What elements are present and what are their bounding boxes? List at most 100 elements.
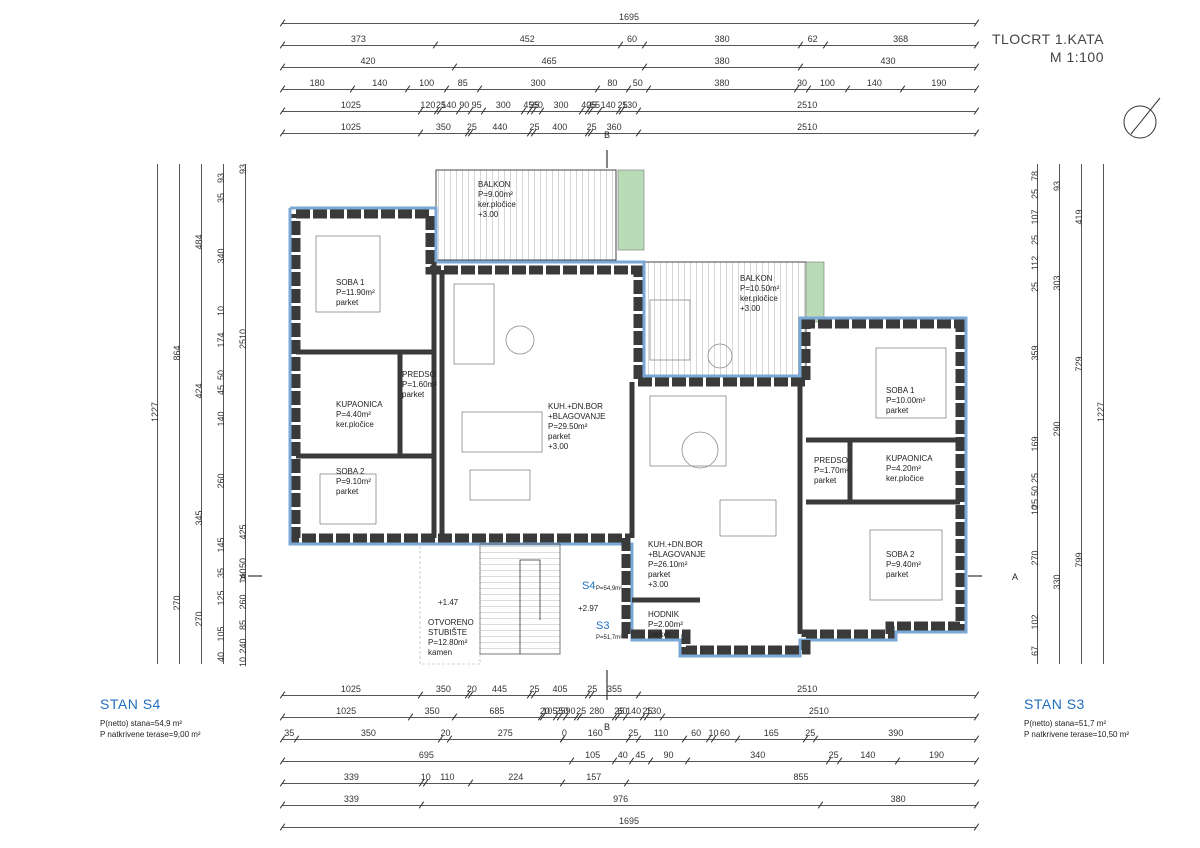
stan-s4-title: STAN S4 — [100, 696, 161, 712]
dimension-value: 180 — [309, 78, 325, 88]
section-mark-b-bottom: B — [604, 722, 611, 732]
dimension-value: 190 — [931, 78, 947, 88]
dimension-value: 120 — [420, 100, 436, 110]
dimension-value: 430 — [880, 56, 896, 66]
dimension-value: 45 — [523, 100, 534, 110]
dimension-value: 1695 — [618, 12, 640, 22]
dimension-value: 380 — [714, 34, 730, 44]
section-mark-a-left: A — [240, 572, 247, 582]
dimension-value: 105 — [542, 706, 558, 716]
dimension-value: 100 — [819, 78, 835, 88]
dimension-value: 140 — [372, 78, 388, 88]
dimension-value: 405 — [552, 684, 568, 694]
dimension-value: 30 — [796, 78, 807, 88]
dimension-value: 400 — [552, 122, 568, 132]
dimension-value: 976 — [613, 794, 629, 804]
dimension-value: 160 — [587, 728, 603, 738]
level-s4-balkon: +3.00 — [478, 210, 499, 219]
dimension-value: 355 — [607, 684, 623, 694]
dimension-value: 60 — [719, 728, 730, 738]
north-arrow-icon — [1123, 97, 1161, 139]
dimension-value: 60 — [617, 706, 628, 716]
dimension-value: 300 — [530, 78, 546, 88]
s3-balcony — [643, 261, 825, 378]
dimension-value: 339 — [343, 772, 359, 782]
dimension-value: 140 — [626, 706, 642, 716]
dimension-value: 368 — [893, 34, 909, 44]
level-stubiste: +1.47 — [438, 598, 459, 607]
section-lines — [248, 150, 982, 700]
dimension-value: 380 — [714, 56, 730, 66]
dimension-value: 85 — [457, 78, 468, 88]
left-dims-column: 1227 — [148, 164, 162, 664]
level-landing: +2.97 — [578, 604, 599, 613]
dimension-value: 350 — [435, 122, 451, 132]
interior-walls — [296, 262, 960, 634]
drawing-title: TLOCRT 1.KATA M 1:100 — [992, 30, 1104, 66]
dimension-value: 390 — [888, 728, 904, 738]
dimension-value: 100 — [419, 78, 435, 88]
dimension-value: 140 — [860, 750, 876, 760]
dimension-value: 105 — [585, 750, 601, 760]
dimension-value: 280 — [589, 706, 605, 716]
dimension-value: 1025 — [336, 706, 357, 716]
dimension-value: 339 — [343, 794, 359, 804]
level-s3-kuh: +3.00 — [648, 580, 669, 589]
exterior-walls — [288, 206, 968, 658]
dimension-value: 110 — [440, 772, 455, 782]
dimension-value: 110 — [653, 728, 669, 738]
section-mark-a-right: A — [1012, 572, 1019, 582]
bottom-dims-row: 1695 — [279, 816, 980, 831]
dimension-value: 40 — [581, 100, 592, 110]
dimension-value: 275 — [497, 728, 513, 738]
stan-s3-title: STAN S3 — [1024, 696, 1085, 712]
dimension-value: 440 — [492, 122, 508, 132]
dimension-value: 130 — [622, 100, 638, 110]
dimension-value: 140 — [441, 100, 457, 110]
dimension-value: 420 — [360, 56, 376, 66]
dimension-value: 62 — [807, 34, 818, 44]
unit-tag-s3-area: P=51,7m² — [596, 635, 623, 641]
dimension-value: 165 — [763, 728, 779, 738]
right-dims-column: 1227 — [1094, 164, 1108, 664]
dimension-value: 25 — [828, 750, 839, 760]
dimension-value: 60 — [532, 100, 543, 110]
dimension-value: 45 — [635, 750, 646, 760]
dimension-value: 60 — [691, 728, 702, 738]
title-line-1: TLOCRT 1.KATA — [991, 31, 1104, 47]
dimension-value: 452 — [519, 34, 535, 44]
dimension-value: 685 — [489, 706, 505, 716]
dimension-value: 855 — [793, 772, 809, 782]
dimension-value: 340 — [750, 750, 766, 760]
dimension-value: 1695 — [618, 816, 640, 826]
dimension-value: 80 — [607, 78, 618, 88]
dimension-value: 1025 — [340, 122, 361, 132]
dimension-value: 25 — [805, 728, 816, 738]
dimension-value: 50 — [632, 78, 643, 88]
dimension-value: 35 — [284, 728, 295, 738]
dimension-value: 360 — [606, 122, 622, 132]
dimension-value: 2510 — [797, 684, 818, 694]
dimension-value: 695 — [418, 750, 434, 760]
